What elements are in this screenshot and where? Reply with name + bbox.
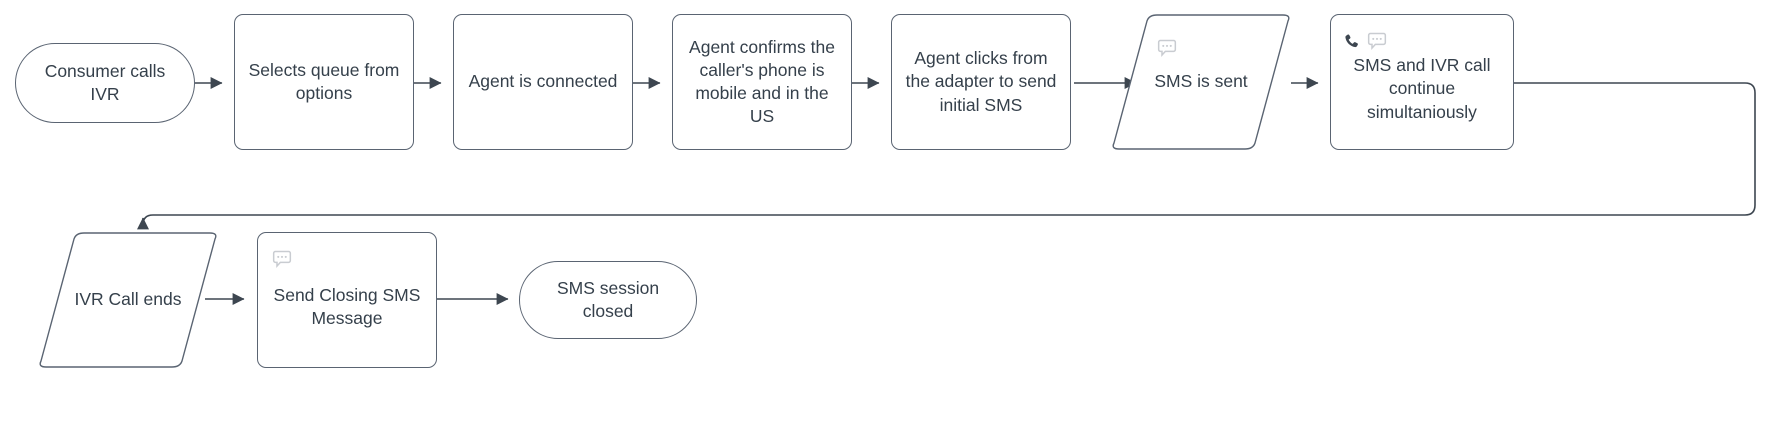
message-bubble-icon: [272, 250, 292, 269]
node-sms-ivr-simultaneous[interactable]: SMS and IVR call continue simultaniously: [1330, 14, 1514, 150]
node-sms-session-closed[interactable]: SMS session closed: [519, 261, 697, 339]
message-bubble-icon: [1367, 32, 1387, 51]
node-ivr-call-ends[interactable]: IVR Call ends: [38, 232, 218, 368]
message-bubble-icon: [1157, 39, 1177, 58]
phone-icon: [1345, 33, 1358, 47]
node-selects-queue[interactable]: Selects queue from options: [234, 14, 414, 150]
node-icons: [1157, 38, 1177, 58]
node-label: Consumer calls IVR: [44, 60, 166, 104]
node-send-closing-sms[interactable]: Send Closing SMS Message: [257, 232, 437, 368]
node-agent-confirms-phone[interactable]: Agent confirms the caller's phone is mob…: [672, 14, 852, 150]
node-agent-clicks-adapter[interactable]: Agent clicks from the adapter to send in…: [891, 14, 1071, 150]
node-label: Selects queue from options: [248, 59, 400, 103]
node-label: SMS session closed: [556, 277, 660, 321]
node-label: Agent confirms the caller's phone is mob…: [689, 36, 835, 127]
node-label: Agent is connected: [468, 71, 618, 92]
node-label: SMS and IVR call continue simultaniously: [1353, 55, 1491, 122]
node-label: Agent clicks from the adapter to send in…: [905, 48, 1057, 115]
node-label: Send Closing SMS Message: [273, 284, 421, 328]
node-agent-connected[interactable]: Agent is connected: [453, 14, 633, 150]
node-sms-is-sent[interactable]: SMS is sent: [1111, 14, 1291, 150]
node-icons: [1343, 31, 1387, 51]
node-consumer-calls-ivr[interactable]: Consumer calls IVR: [15, 43, 195, 123]
node-label: IVR Call ends: [74, 289, 182, 310]
node-label: SMS is sent: [1154, 71, 1248, 92]
node-icons: [272, 249, 292, 269]
parallelogram-outline: [38, 232, 218, 368]
